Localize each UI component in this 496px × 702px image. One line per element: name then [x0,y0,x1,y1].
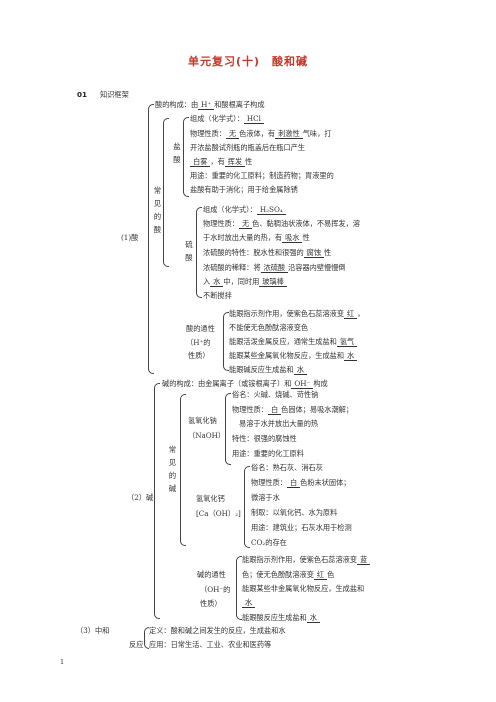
hcl-physical-1: 物理性质：无色液体，有刺激性气味，打 [190,129,332,139]
acid-props-brace [223,312,229,371]
neutral-brace [144,627,149,649]
naoh-physical-2: 易溶于水并放出大量的热 [239,419,319,428]
base-prop-2: 色；使无色酚酞溶液变红色 [242,570,335,580]
caoh2-brace [244,466,250,548]
acid-brace [148,104,154,374]
page-title: 单元复习(十) 酸和碱 [187,55,309,68]
caoh2-use-2: CO₂的存在 [251,538,287,547]
base-props-label-2: （OH⁻的 [200,585,231,594]
naoh-use: 用途：重要的化工原料 [232,449,304,458]
section-label: 知识框架 [100,90,129,99]
section-number: 01 [77,90,88,99]
h2so4-dilute-1: 浓硫酸的稀释：将浓硫酸沿容器内壁慢慢倒 [203,263,346,273]
hcl-use-2: 盐酸有助于消化；用于给金属除锈 [190,185,298,194]
caoh2-physical-2: 微溶于水 [251,493,280,502]
neutral-label-1: （3）中和 [76,626,110,635]
h2so4-dilute-3: 不断搅拌 [203,291,232,300]
naoh-name-1: 氢氧化钠 [188,416,217,425]
hcl-brace [183,117,189,197]
base-props-label-3: 性质） [200,599,222,608]
naoh-physical-1: 物理性质：白色固体；易吸水潮解； [232,405,354,415]
hcl-use-1: 用途：重要的化工原料；制造药物；胃液里的 [190,171,334,180]
common-acids-label: 常见的酸 [153,186,162,234]
caoh2-prep: 制取：以氧化钙、水为原料 [251,508,338,517]
acid-prop-3: 能跟活泼金属反应，通常生成盐和氢气 [229,337,358,347]
naoh-brace [225,393,231,465]
h2so4-dilute-2: 入水中，同时用玻璃棒 [203,277,287,287]
caoh2-use: 用途：建筑业；石灰水用于检测 [251,523,352,532]
base-prop-5: 能跟酸反应生成盐和水 [242,613,320,623]
acid-prop-2: 不能使无色酚酞溶液变色 [229,323,309,332]
caoh2-alias: 俗名：熟石灰、消石灰 [251,463,323,472]
naoh-name-2: （NaOH） [188,431,226,440]
acid-props-label-2: （H⁺的 [186,338,211,347]
hcl-name: 盐酸 [173,142,181,164]
acid-props-label-3: 性质） [188,351,210,360]
page-number: 1 [60,658,65,666]
caoh2-name-1: 氢氧化钙 [196,494,225,503]
hcl-physical-3: 白雾，有挥发性 [190,157,252,167]
base-prop-4: 水 [242,598,256,608]
hcl-physical-2: 开浓盐酸试剂瓶的瓶盖后在瓶口产生 [190,143,306,152]
neutral-label-2: 反应 [129,640,144,649]
naoh-property: 特性：很强的腐蚀性 [232,434,297,443]
caoh2-name-2: [Ca（OH）₂] [196,509,241,518]
base-props-label-1: 碱的通性 [197,570,226,579]
base-prop-3: 能跟某些非金属氧化物反应，生成盐和 [242,584,365,593]
common-acids-brace [163,118,169,267]
base-label: （2）碱 [127,493,154,502]
h2so4-physical-1: 物理性质：无色、黏稠油状液体，不易挥发，溶 [203,219,360,229]
neutral-definition: 定义：酸和碱之间发生的反应，生成盐和水 [149,626,286,635]
neutral-application: 应用：日常生活、工业、农业和医药等 [149,640,272,649]
caoh2-physical-1: 物理性质：白色粉末状固体； [251,478,351,488]
acid-prop-1: 能跟指示剂作用，使紫色石蕊溶液变红， [229,309,365,319]
h2so4-physical-2: 于水时放出大量的热，有吸水性 [203,233,310,243]
common-bases-label: 常见的碱 [168,445,177,493]
acid-prop-4: 能跟某些金属氧化物反应，生成盐和水 [229,351,358,361]
h2so4-property: 浓硫酸的特性：脱水性和很强的腐蚀性 [203,248,332,258]
acid-props-label-1: 酸的通性 [186,324,215,333]
h2so4-formula: 组成（化学式）：H₂SO₄ [203,205,286,215]
base-prop-1: 能跟指示剂作用，使紫色石蕊溶液变蓝 [242,555,371,565]
acid-label: (1)酸 [121,233,139,242]
base-props-brace [236,556,242,620]
naoh-alias: 俗名：火碱、烧碱、苛性钠 [232,390,319,399]
h2so4-brace [196,207,202,298]
common-bases-brace [180,394,186,546]
h2so4-name: 硫酸 [185,240,193,262]
base-brace [154,383,160,619]
acid-prop-5: 能跟碱反应生成盐和水 [229,365,307,375]
hcl-formula: 组成（化学式）：HCl [190,114,264,124]
